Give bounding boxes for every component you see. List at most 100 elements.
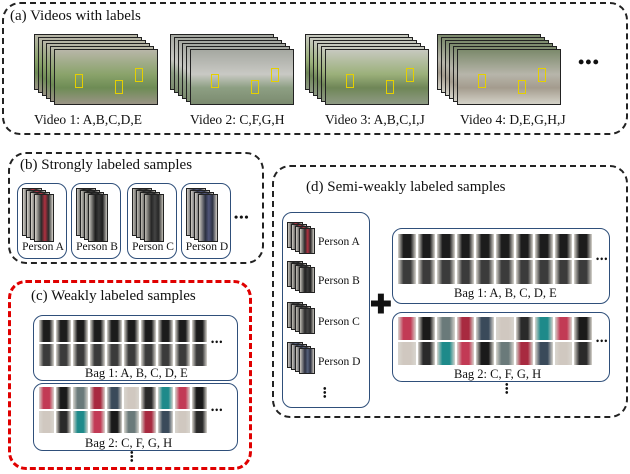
bag-sample <box>123 343 140 367</box>
bag-sample <box>55 319 72 343</box>
bag-sample <box>72 410 89 434</box>
strong-person-label: Person C <box>132 241 174 253</box>
bag-sample <box>436 233 456 259</box>
bag-sample <box>106 410 123 434</box>
bag-label: Bag 1: A, B, C, D, E <box>454 286 557 300</box>
semi-person-label: Person C <box>318 316 360 328</box>
bag-sample <box>72 386 89 410</box>
bag-sample <box>55 386 72 410</box>
video-frame <box>457 49 561 105</box>
detection-box <box>251 80 259 94</box>
bag-sample <box>553 259 574 285</box>
video-frame <box>325 49 429 105</box>
bag-sample <box>534 316 554 341</box>
video-frame <box>190 49 294 105</box>
bag-sample <box>174 410 191 434</box>
bag-sample <box>455 316 476 341</box>
bag-sample <box>416 233 437 259</box>
bag-sample <box>140 319 157 343</box>
video-4-label: Video 4: D,E,G,H,J <box>460 112 566 127</box>
semi-person-more: ••• <box>323 384 327 403</box>
bag-sample <box>495 233 515 259</box>
detection-box <box>346 74 354 88</box>
panel-a-title: (a) Videos with labels <box>10 8 141 24</box>
bag-sample <box>55 343 72 367</box>
bag-sample <box>397 233 417 259</box>
bag-sample <box>157 386 174 410</box>
detection-box <box>135 68 143 82</box>
panel-semi-weakly-labeled: (d) Semi-weakly labeled samples <box>272 165 628 418</box>
video-1-label: Video 1: A,B,C,D,E <box>34 112 142 127</box>
bag-sample <box>106 319 123 343</box>
bag-sample <box>514 233 535 259</box>
bag-sample <box>38 343 55 367</box>
panel-videos: (a) Videos with labels <box>2 2 628 135</box>
bag-label: Bag 1: A, B, C, D, E <box>85 366 188 380</box>
bag-sample <box>72 343 89 367</box>
semi-person-label: Person D <box>318 356 361 368</box>
bag-sample <box>89 343 106 367</box>
person-crop <box>144 194 164 242</box>
bag-more-vertical: ••• <box>130 448 134 467</box>
bag-sample <box>553 233 574 259</box>
bag-sample <box>436 259 456 285</box>
bag-sample <box>140 386 157 410</box>
bag-sample <box>174 386 191 410</box>
detection-box <box>75 74 83 88</box>
bag-sample <box>416 316 437 341</box>
bag-label: Bag 2: C, F, G, H <box>85 436 173 450</box>
bag-label: Bag 2: C, F, G, H <box>454 367 542 381</box>
bag-more: ••• <box>211 337 224 347</box>
person-crop <box>299 267 315 293</box>
bag-sample <box>123 410 140 434</box>
video-2-label: Video 2: C,F,G,H <box>190 112 285 127</box>
bag-sample <box>514 259 535 285</box>
bag-sample <box>157 319 174 343</box>
bag-sample <box>436 316 456 341</box>
bag-sample <box>55 410 72 434</box>
bag-sample <box>495 316 515 341</box>
bag-sample <box>553 316 574 341</box>
bag-sample <box>553 341 574 366</box>
bag-sample <box>573 233 593 259</box>
detection-box <box>386 80 394 94</box>
detection-box <box>406 68 414 82</box>
person-crop <box>198 194 218 242</box>
detection-box <box>115 80 123 94</box>
bag-sample <box>397 341 417 366</box>
video-3-label: Video 3: A,B,C,I,J <box>325 112 425 127</box>
bag-sample <box>416 259 437 285</box>
strong-person-label: Person A <box>22 241 64 253</box>
person-crop <box>299 228 315 254</box>
bag-sample <box>157 343 174 367</box>
bag-sample <box>455 259 476 285</box>
panel-b-title: (b) Strongly labeled samples <box>20 157 193 173</box>
plus-icon: ✚ <box>370 290 392 319</box>
bag-sample <box>106 386 123 410</box>
bag-more: ••• <box>211 405 224 415</box>
bag-sample <box>174 319 191 343</box>
semi-person-label: Person B <box>318 275 360 287</box>
bag-sample <box>89 386 106 410</box>
panel-d-title: (d) Semi-weakly labeled samples <box>306 179 506 195</box>
bag-sample <box>123 386 140 410</box>
bag-sample <box>140 343 157 367</box>
panel-weakly-labeled: (c) Weakly labeled samples <box>8 280 252 470</box>
bag-sample <box>455 233 476 259</box>
bag-more: ••• <box>596 336 609 346</box>
bag-sample <box>416 341 437 366</box>
bag-sample <box>38 319 55 343</box>
bag-sample <box>534 259 554 285</box>
bag-sample <box>534 233 554 259</box>
semi-person-label: Person A <box>318 236 360 248</box>
person-crop <box>34 194 54 242</box>
person-crop <box>299 308 315 334</box>
bag-sample <box>475 233 495 259</box>
bag-more-vertical: ••• <box>505 380 509 399</box>
bag-sample <box>455 341 476 366</box>
person-crop <box>299 348 315 374</box>
bag-sample <box>174 343 191 367</box>
bag-sample <box>123 319 140 343</box>
detection-box <box>478 74 486 88</box>
bag-sample <box>495 259 515 285</box>
